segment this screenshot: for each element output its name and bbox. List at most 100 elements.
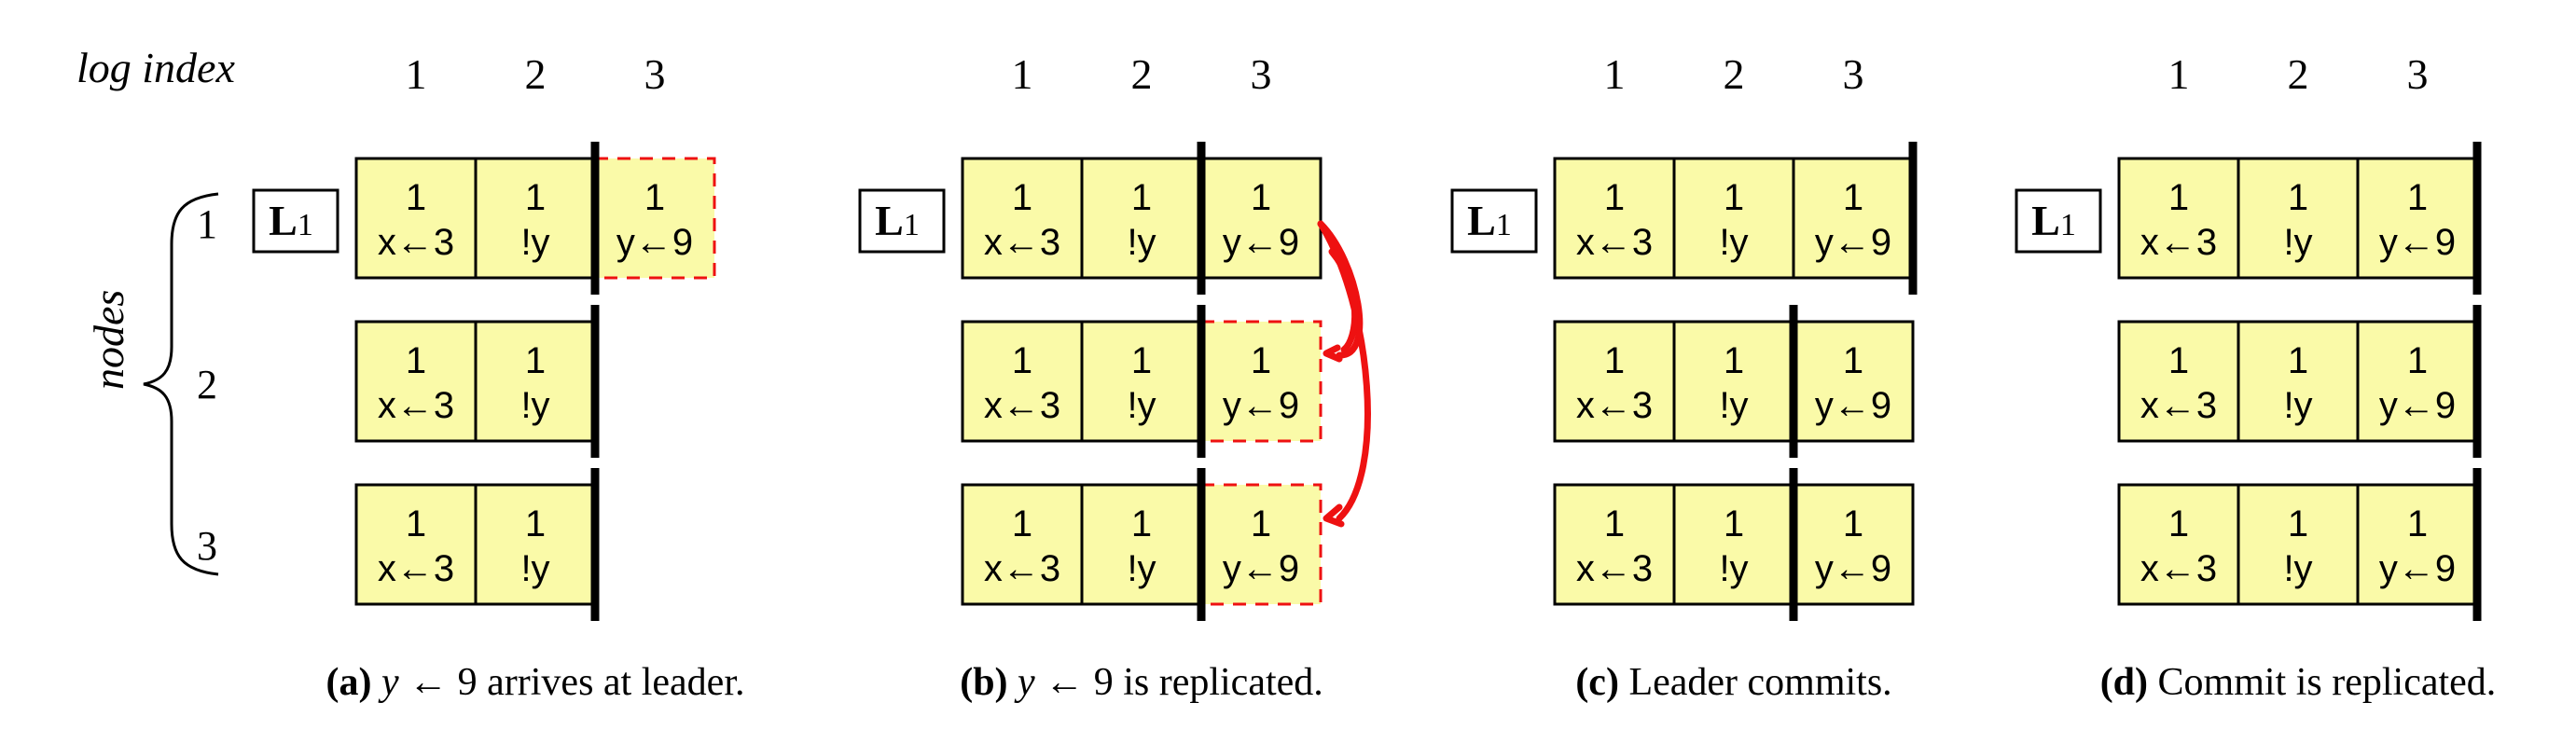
- entry-command: !y: [1719, 222, 1748, 263]
- entry-term: 1: [1131, 340, 1152, 381]
- entry-command: !y: [520, 222, 549, 263]
- entry-command: x←3: [2140, 385, 2217, 426]
- entry-term: 1: [644, 177, 665, 218]
- log-entry: [2356, 483, 2479, 606]
- log-entry: [1792, 157, 1915, 280]
- log-entry: [2356, 320, 2479, 443]
- node-row-3: 1x←31!y: [354, 468, 600, 621]
- leader-badge: [252, 188, 339, 254]
- leader-badge: [1450, 188, 1538, 254]
- entry-term: 1: [2168, 503, 2189, 544]
- entry-command: !y: [2283, 222, 2312, 263]
- entry-command: x←3: [984, 548, 1060, 589]
- log-index-number: 3: [1843, 50, 1864, 98]
- caption-letter: (d): [2100, 661, 2158, 704]
- entry-term: 1: [1843, 177, 1863, 218]
- log-entry: [1199, 157, 1323, 280]
- replication-arrowhead-node-3: [1323, 503, 1345, 528]
- panel-caption: (d) Commit is replicated.: [2100, 661, 2497, 704]
- entry-command: x←3: [1576, 548, 1653, 589]
- log-entry: [474, 320, 597, 443]
- caption-math-num: 9: [1094, 661, 1114, 704]
- entry-term: 1: [1251, 177, 1271, 218]
- log-index-number: 3: [1251, 50, 1272, 98]
- log-entry: [961, 320, 1084, 443]
- pending-log-entry: [593, 157, 716, 280]
- replication-arrow-loop: [1328, 248, 1359, 353]
- log-entry: [1672, 157, 1795, 280]
- entry-command: !y: [1719, 548, 1748, 589]
- leader-badge: [2015, 188, 2102, 254]
- replication-arrow-to-node-2: [1317, 220, 1364, 359]
- node-row-2: 1x←31!y1y←9: [1553, 305, 1915, 458]
- entry-command: !y: [2283, 548, 2312, 589]
- caption-math-arrow: ←: [399, 661, 458, 704]
- node-number-2: 2: [197, 362, 217, 407]
- entry-command: y←9: [1815, 385, 1891, 426]
- entry-command: x←3: [378, 548, 454, 589]
- log-index-number: 1: [1604, 50, 1626, 98]
- log-entry: [1672, 483, 1795, 606]
- log-index-number: 3: [2407, 50, 2429, 98]
- log-entry: [1553, 483, 1676, 606]
- entry-term: 1: [2288, 177, 2308, 218]
- entry-command: y←9: [1223, 385, 1299, 426]
- entry-command: y←9: [1815, 548, 1891, 589]
- entry-term: 1: [1724, 503, 1744, 544]
- entry-command: y←9: [1223, 548, 1299, 589]
- log-index-number: 3: [644, 50, 666, 98]
- caption-letter: (a): [326, 661, 381, 704]
- node-row-2: 1x←31!y: [354, 305, 600, 458]
- entry-term: 1: [406, 503, 426, 544]
- entry-term: 1: [1843, 503, 1863, 544]
- entry-term: 1: [2288, 503, 2308, 544]
- log-entry: [2237, 483, 2360, 606]
- entry-command: y←9: [2379, 222, 2456, 263]
- log-entry: [474, 157, 597, 280]
- caption-math-num: 9: [458, 661, 478, 704]
- entry-command: !y: [2283, 385, 2312, 426]
- log-entry: [961, 483, 1084, 606]
- caption-text: is replicated.: [1114, 661, 1323, 704]
- caption-text: Leader commits.: [1628, 661, 1891, 704]
- entry-term: 1: [1012, 177, 1032, 218]
- entry-command: x←3: [378, 385, 454, 426]
- entry-term: 1: [1604, 503, 1625, 544]
- log-entry: [1080, 483, 1203, 606]
- log-index-number: 1: [2168, 50, 2190, 98]
- entry-command: !y: [1127, 548, 1156, 589]
- pending-log-entry: [1199, 483, 1323, 606]
- entry-command: x←3: [2140, 548, 2217, 589]
- log-index-number: 2: [1724, 50, 1745, 98]
- log-entry: [2117, 320, 2240, 443]
- log-index-label: log index: [76, 44, 235, 91]
- entry-command: x←3: [2140, 222, 2217, 263]
- caption-letter: (b): [960, 661, 1018, 704]
- caption-math-var: y: [1014, 661, 1035, 704]
- entry-term: 1: [1131, 177, 1152, 218]
- entry-term: 1: [2407, 177, 2428, 218]
- entry-term: 1: [2168, 340, 2189, 381]
- entry-command: x←3: [984, 385, 1060, 426]
- entry-command: x←3: [378, 222, 454, 263]
- node-row-2: 1x←31!y1y←9: [2117, 305, 2482, 458]
- node-number-1: 1: [197, 201, 217, 247]
- entry-term: 1: [2407, 503, 2428, 544]
- log-entry: [2237, 157, 2360, 280]
- entry-term: 1: [1724, 340, 1744, 381]
- entry-term: 1: [406, 177, 426, 218]
- entry-term: 1: [406, 340, 426, 381]
- log-entry: [1672, 320, 1795, 443]
- entry-term: 1: [1012, 503, 1032, 544]
- entry-term: 1: [1131, 503, 1152, 544]
- caption-text: arrives at leader.: [478, 661, 745, 704]
- caption-math-var: y: [378, 661, 399, 704]
- node-number-3: 3: [197, 523, 217, 569]
- entry-term: 1: [525, 340, 546, 381]
